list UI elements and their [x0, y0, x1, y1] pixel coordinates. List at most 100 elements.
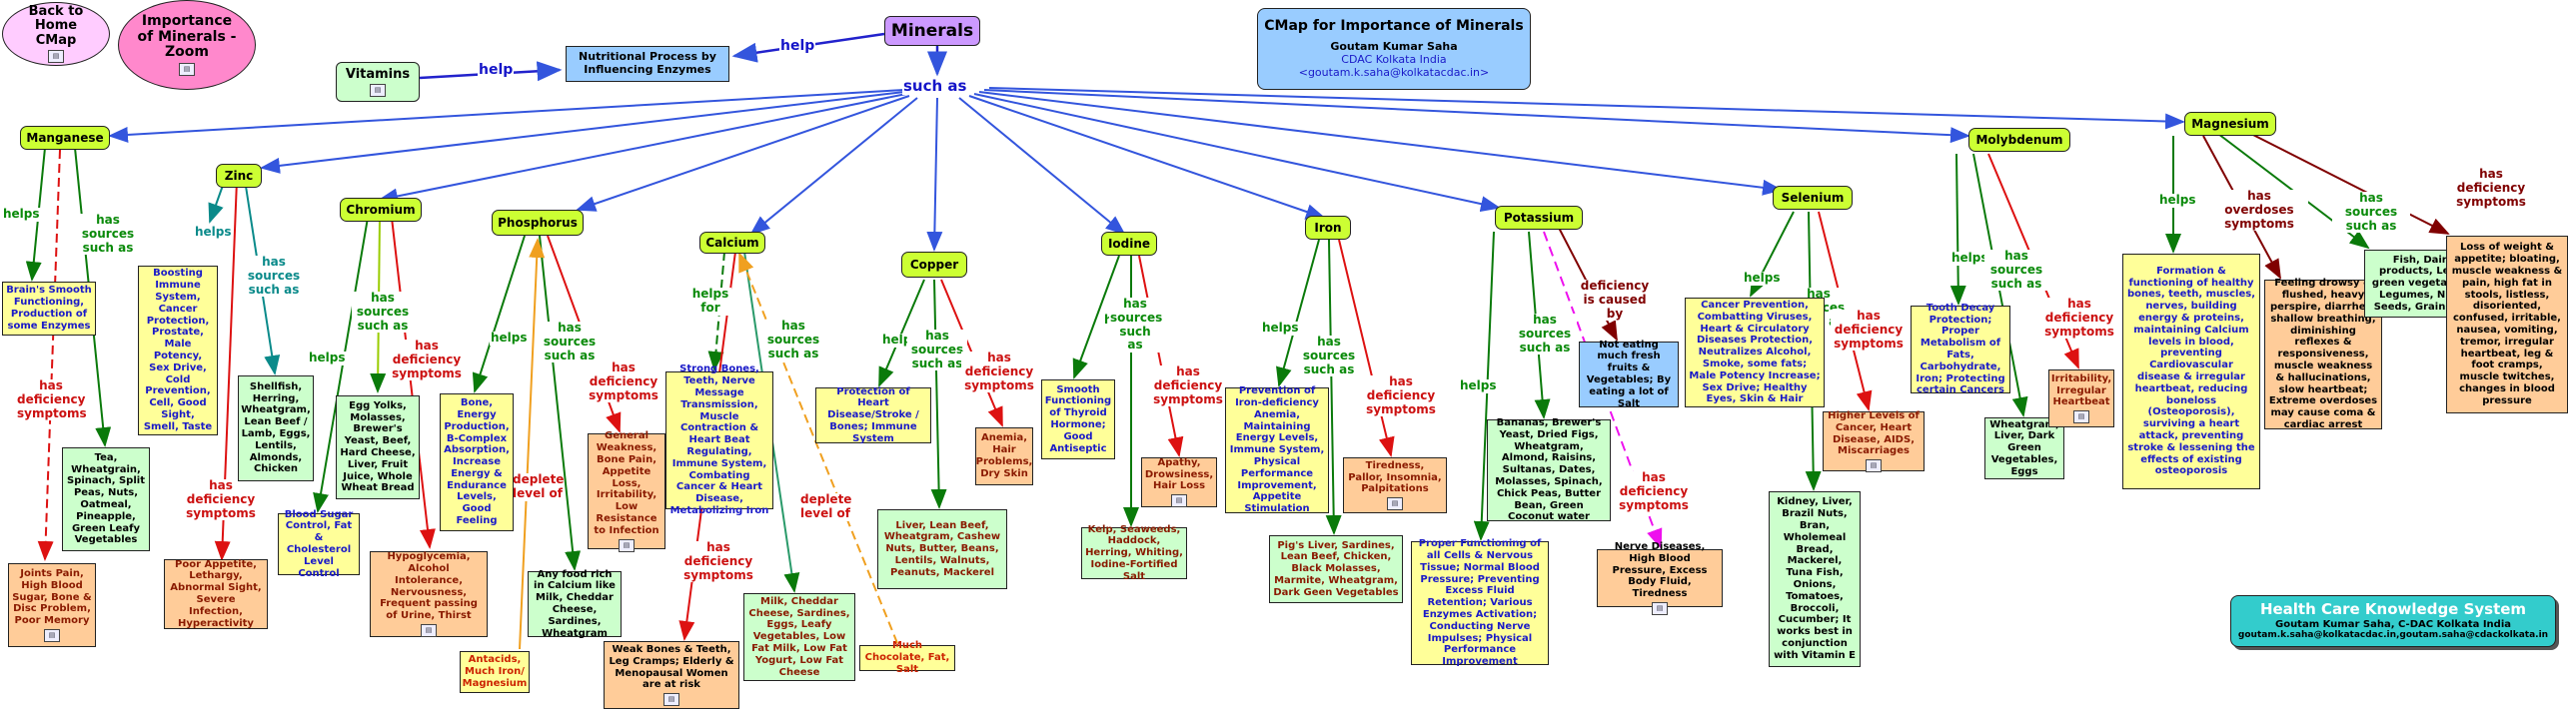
box-iron-sources[interactable]: Pig's Liver, Sardines, Lean Beef, Chicke…: [1269, 535, 1403, 603]
box-phosphorus-depletes[interactable]: Antacids, Much Iron/ Magnesium: [460, 651, 530, 693]
box-zinc-deficiency[interactable]: Poor Appetite, Lethargy, Abnormal Sight,…: [164, 559, 268, 629]
link-has-deficiency: has deficiency symptoms: [2452, 167, 2530, 210]
concept-minerals[interactable]: Minerals: [884, 16, 980, 46]
box-iodine-helps[interactable]: Smooth Functioning of Thyroid Hormone; G…: [1041, 379, 1115, 459]
box-text: Kelp, Seaweeds, Haddock, Herring, Whitin…: [1085, 523, 1183, 582]
box-magnesium-helps[interactable]: Formation & functioning of healthy bones…: [2122, 254, 2260, 489]
box-zinc-sources[interactable]: Shellfish, Herring, Wheatgram, Lean Beef…: [238, 375, 314, 481]
cmap-resource-icon: ▤: [48, 49, 64, 63]
concept-iron[interactable]: Iron: [1305, 216, 1351, 240]
box-copper-deficiency[interactable]: Anemia, Hair Problems, Dry Skin: [975, 427, 1033, 485]
cmap-resource-icon: ▤: [1387, 497, 1403, 511]
box-chromium-sources[interactable]: Egg Yolks, Molasses, Brewer's Yeast, Bee…: [336, 395, 420, 499]
box-text: Kidney, Liver, Brazil Nuts, Bran, Wholem…: [1774, 496, 1856, 661]
box-phosphorus-helps[interactable]: Bone, Energy Production, B-Complex Absor…: [440, 393, 514, 531]
box-potassium-sources[interactable]: Bananas, Brewer's Yeast, Dried Figs, Whe…: [1487, 417, 1611, 522]
concept-copper[interactable]: Copper: [901, 252, 967, 278]
iodine-label: Iodine: [1107, 236, 1151, 251]
link-has-sources: has sources such as: [540, 321, 600, 363]
concept-calcium[interactable]: Calcium: [699, 232, 765, 254]
box-text: General Weakness, Bone Pain, Appetite Lo…: [594, 430, 659, 536]
box-molybdenum-helps[interactable]: Tooth Decay Protection; Proper Metabolis…: [1911, 303, 2010, 395]
box-calcium-depletes[interactable]: Much Chocolate, Fat, Salt: [859, 640, 955, 675]
box-magnesium-deficiency[interactable]: Loss of weight & appetite; bloating, mus…: [2446, 236, 2568, 413]
box-calcium-deficiency[interactable]: Weak Bones & Teeth, Leg Cramps; Elderly …: [604, 641, 739, 709]
box-magnesium-overdoses[interactable]: Feeling drowsy & flushed, heavy perspire…: [2264, 278, 2382, 430]
box-phosphorus-sources[interactable]: Any food rich in Calcium like Milk, Ched…: [528, 568, 622, 639]
concept-zinc[interactable]: Zinc: [216, 164, 262, 188]
box-selenium-helps[interactable]: Cancer Prevention, Combatting Viruses, H…: [1685, 298, 1825, 407]
box-manganese-deficiency[interactable]: Joints Pain, High Blood Sugar, Bone & Di…: [8, 563, 96, 647]
title-author: Goutam Kumar Saha: [1330, 39, 1458, 53]
nutritional-process-box[interactable]: Nutritional Process by Influencing Enzym…: [566, 46, 729, 82]
link-has-deficiency: has deficiency symptoms: [1615, 470, 1693, 513]
back-to-home-button[interactable]: Back to Home CMap ▤: [2, 2, 110, 66]
box-potassium-helps[interactable]: Proper Functioning of all Cells & Nervou…: [1411, 538, 1549, 667]
box-text: Egg Yolks, Molasses, Brewer's Yeast, Bee…: [340, 399, 416, 494]
box-text: Wheatgram, Liver, Dark Green Vegetables,…: [1989, 418, 2059, 477]
link-helps: helps: [2158, 193, 2197, 208]
cmap-resource-icon: ▤: [1866, 459, 1882, 473]
link-has-deficiency: has deficiency symptoms: [2040, 297, 2118, 340]
cmap-resource-icon: ▤: [370, 84, 386, 98]
box-text: Liver, Lean Beef, Wheatgram, Cashew Nuts…: [883, 519, 1001, 578]
cmap-resource-icon: ▤: [2073, 410, 2089, 424]
box-iodine-deficiency[interactable]: Apathy, Drowsiness, Hair Loss▤: [1141, 457, 1217, 508]
box-text: Any food rich in Calcium like Milk, Ched…: [534, 568, 616, 639]
box-iron-helps[interactable]: Prevention of Iron-deficiency Anemia, Ma…: [1225, 385, 1329, 514]
link-helps: helps: [1261, 321, 1300, 336]
link-has-sources: has sources such as: [1109, 297, 1163, 354]
box-iodine-sources[interactable]: Kelp, Seaweeds, Haddock, Herring, Whitin…: [1081, 524, 1187, 582]
box-text: Tiredness, Pallor, Insomnia, Palpitation…: [1348, 459, 1442, 495]
link-helps: helps: [1459, 378, 1498, 393]
copper-label: Copper: [909, 257, 959, 272]
molybdenum-label: Molybdenum: [1975, 132, 2063, 147]
box-copper-sources[interactable]: Liver, Lean Beef, Wheatgram, Cashew Nuts…: [877, 509, 1007, 589]
box-text: Bone, Energy Production, B-Complex Absor…: [444, 397, 510, 527]
chromium-label: Chromium: [346, 202, 416, 217]
box-zinc-helps[interactable]: Boosting Immune System, Cancer Protectio…: [138, 266, 218, 435]
box-iron-deficiency[interactable]: Tiredness, Pallor, Insomnia, Palpitation…: [1343, 457, 1447, 513]
box-text: Cancer Prevention, Combatting Viruses, H…: [1689, 299, 1821, 405]
box-chromium-deficiency[interactable]: Hypoglycemia, Alcohol Intolerance, Nervo…: [370, 551, 488, 637]
box-text: Blood Sugar Control, Fat & Cholesterol L…: [284, 508, 354, 579]
link-has-deficiency: has deficiency symptoms: [16, 378, 87, 421]
link-has-deficiency: has deficiency symptoms: [961, 351, 1037, 393]
box-potassium-causes[interactable]: Not eating much fresh fruits & Vegetable…: [1579, 340, 1679, 409]
concept-selenium[interactable]: Selenium: [1773, 186, 1853, 210]
link-has-sources: has sources such as: [1513, 313, 1577, 356]
concept-molybdenum[interactable]: Molybdenum: [1968, 128, 2070, 152]
concept-manganese[interactable]: Manganese: [20, 126, 110, 150]
concept-vitamins[interactable]: Vitamins▤: [336, 62, 420, 102]
concept-phosphorus[interactable]: Phosphorus: [492, 210, 584, 236]
box-calcium-helps[interactable]: Strong Bones, Teeth, Nerve Message Trans…: [665, 363, 773, 516]
concept-potassium[interactable]: Potassium: [1495, 206, 1583, 230]
zoom-map-button[interactable]: Importance of Minerals - Zoom ▤: [118, 0, 256, 90]
link-has-sources: has sources such as: [907, 329, 967, 371]
box-potassium-deficiency[interactable]: Nerve Diseases, High Blood Pressure, Exc…: [1597, 541, 1723, 615]
concept-magnesium[interactable]: Magnesium: [2184, 112, 2276, 136]
box-selenium-deficiency[interactable]: Higher Levels of Cancer, Heart Disease, …: [1823, 410, 1925, 473]
box-molybdenum-sources[interactable]: Wheatgram, Liver, Dark Green Vegetables,…: [1984, 417, 2064, 479]
concept-chromium[interactable]: Chromium: [340, 198, 422, 222]
box-text: Irritability, Irregular Heartbeat: [2050, 372, 2112, 408]
concept-iodine[interactable]: Iodine: [1101, 232, 1157, 256]
box-calcium-sources[interactable]: Milk, Cheddar Cheese, Sardines, Eggs, Le…: [743, 593, 855, 681]
box-text: Weak Bones & Teeth, Leg Cramps; Elderly …: [609, 643, 734, 691]
box-chromium-helps[interactable]: Blood Sugar Control, Fat & Cholesterol L…: [278, 509, 360, 579]
box-manganese-sources[interactable]: Tea, Wheatgrain, Spinach, Split Peas, Nu…: [62, 447, 150, 551]
box-molybdenum-deficiency[interactable]: Irritability, Irregular Heartbeat ▤: [2048, 369, 2114, 427]
link-has-overdoses: has overdoses symptoms: [2210, 189, 2308, 232]
link-helps: helps: [194, 225, 233, 240]
cmap-resource-icon: ▤: [1652, 602, 1668, 615]
magnesium-label: Magnesium: [2191, 116, 2269, 131]
box-copper-helps[interactable]: Protection of Heart Disease/Stroke / Bon…: [815, 386, 931, 444]
box-phosphorus-deficiency[interactable]: General Weakness, Bone Pain, Appetite Lo…: [588, 430, 665, 552]
box-text: Nerve Diseases, High Blood Pressure, Exc…: [1612, 541, 1708, 600]
box-selenium-sources[interactable]: Kidney, Liver, Brazil Nuts, Bran, Wholem…: [1769, 491, 1861, 667]
link-has-sources: has sources such as: [1299, 335, 1359, 377]
box-manganese-helps[interactable]: Brain's Smooth Functioning, Production o…: [2, 282, 96, 336]
link-helps: helps: [2, 207, 41, 222]
footer-title: Health Care Knowledge System: [2259, 599, 2527, 618]
calcium-label: Calcium: [705, 235, 759, 250]
